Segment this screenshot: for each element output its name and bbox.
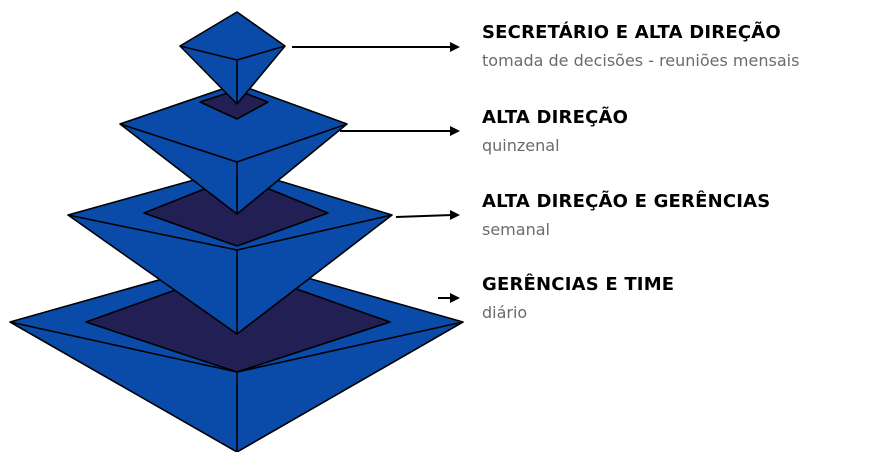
- arrow-level-3: [395, 210, 460, 220]
- level-4-subtitle: diário: [482, 303, 528, 322]
- level-2-subtitle: quinzenal: [482, 136, 560, 155]
- level-2-title: ALTA DIREÇÃO: [482, 107, 629, 128]
- level-4-title: GERÊNCIAS E TIME: [482, 274, 675, 295]
- pyramid-tier-2: [119, 83, 348, 215]
- arrow-level-2: [340, 126, 460, 136]
- level-3-subtitle: semanal: [482, 220, 550, 239]
- level-1-subtitle: tomada de decisões - reuniões mensais: [482, 51, 800, 70]
- level-1-title: SECRETÁRIO E ALTA DIREÇÃO: [482, 22, 781, 43]
- arrow-level-1: [292, 42, 460, 52]
- level-3-title: ALTA DIREÇÃO E GERÊNCIAS: [482, 191, 771, 212]
- arrow-level-4: [438, 293, 460, 303]
- pyramid-tier-1: [179, 11, 286, 105]
